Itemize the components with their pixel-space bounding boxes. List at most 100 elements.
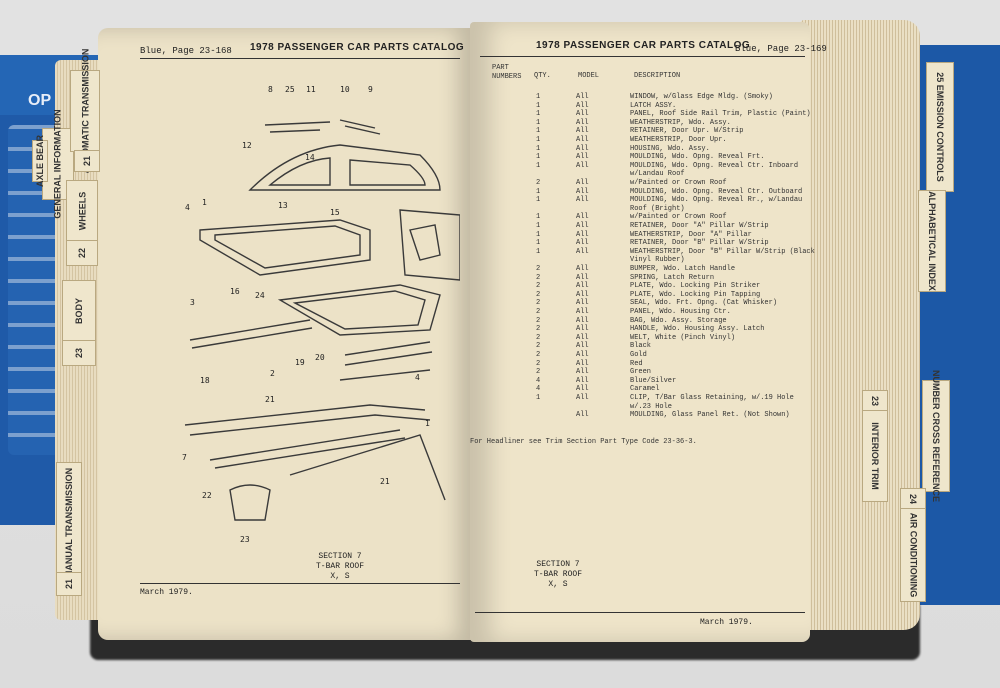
tab-number-21-bottom-label: 21	[63, 578, 74, 590]
left-footer-rule	[140, 583, 460, 584]
row-desc: w/Painted or Crown Roof	[630, 179, 727, 187]
row-desc: PLATE, Wdo. Locking Pin Striker	[630, 282, 761, 291]
row-qty: 1	[536, 136, 541, 144]
table-row: Vinyl Rubber)	[480, 256, 810, 265]
row-qty: 2	[536, 342, 541, 351]
tab-axle-bear[interactable]: AXLE BEAR	[32, 135, 48, 187]
row-qty: 1	[536, 118, 541, 127]
tab-number-24[interactable]: 24	[900, 488, 926, 510]
tab-emission-controls[interactable]: 25 EMISSION CONTROLS	[926, 62, 954, 192]
tab-wheels[interactable]: WHEELS	[66, 180, 98, 242]
row-qty: 1	[536, 153, 541, 162]
row-model: All	[576, 144, 589, 153]
row-desc: Gold	[630, 351, 647, 359]
row-desc: PANEL, Roof Side Rail Trim, Plastic (Pai…	[630, 110, 811, 119]
row-desc: MOULDING, Wdo. Opng. Reveal Ctr. Inboard	[630, 161, 799, 170]
tab-number-21-bottom[interactable]: 21	[56, 572, 82, 596]
tab-number-cross-reference[interactable]: NUMBER CROSS REFERENCE	[922, 370, 950, 502]
tab-number-22-label: 22	[76, 247, 87, 259]
row-model: All	[576, 411, 589, 420]
svg-text:23: 23	[240, 535, 250, 544]
row-qty: 2	[536, 316, 541, 325]
svg-text:12: 12	[242, 141, 252, 150]
row-qty: 1	[536, 196, 541, 205]
svg-text:4: 4	[185, 203, 190, 212]
svg-text:2: 2	[270, 369, 275, 378]
svg-text:18: 18	[200, 376, 210, 385]
tab-wheels-label: WHEELS	[77, 191, 88, 231]
svg-text:21: 21	[265, 395, 275, 404]
right-caption-line3: X, S	[548, 580, 568, 589]
left-page	[98, 28, 476, 640]
tab-interior-trim[interactable]: INTERIOR TRIM	[862, 410, 888, 502]
row-qty: 1	[536, 230, 541, 239]
svg-text:22: 22	[202, 491, 212, 500]
row-desc: Roof (Bright)	[630, 204, 685, 213]
row-qty: 2	[536, 299, 541, 308]
row-desc: HANDLE, Wdo. Housing Assy. Latch	[630, 325, 765, 334]
tab-automatic-transmission[interactable]: AUTOMATIC TRANSMISSION	[70, 49, 100, 173]
left-caption-line3: X, S	[330, 572, 350, 581]
tab-manual-transmission[interactable]: MANUAL TRANSMISSION	[56, 462, 82, 584]
row-qty: 1	[536, 144, 541, 153]
tab-general-information-label: GENERAL INFORMATION	[53, 109, 64, 219]
row-desc: Red	[630, 359, 643, 368]
tab-number-21-top[interactable]: 21	[74, 150, 100, 172]
tab-number-22[interactable]: 22	[66, 240, 98, 266]
tab-body-label: BODY	[73, 297, 84, 325]
left-header-rule	[140, 58, 460, 59]
tab-number-23-right[interactable]: 23	[862, 390, 888, 412]
row-qty: 2	[536, 273, 541, 282]
row-desc: MOULDING, Wdo. Opng. Reveal Rr., w/Landa…	[630, 196, 803, 205]
svg-text:13: 13	[278, 201, 288, 210]
row-model: All	[576, 342, 589, 351]
row-qty: 2	[536, 290, 541, 299]
tab-number-cross-reference-label: NUMBER CROSS REFERENCE	[931, 369, 942, 503]
row-desc: Black	[630, 342, 652, 351]
tab-number-21-top-label: 21	[81, 155, 92, 167]
right-caption-line1: SECTION 7	[536, 560, 580, 569]
table-row: 2 All Black	[480, 342, 810, 351]
right-caption-line2: T-BAR ROOF	[533, 570, 582, 579]
row-desc: PANEL, Wdo. Housing Ctr.	[630, 308, 731, 316]
row-desc: MOULDING, Wdo. Opng. Reveal Frt.	[630, 153, 765, 162]
row-model: All	[576, 247, 589, 256]
row-model: All	[576, 230, 589, 239]
tab-body[interactable]: BODY	[62, 280, 96, 342]
right-caption: SECTION 7 T-BAR ROOF X, S	[528, 560, 588, 590]
svg-text:7: 7	[182, 453, 187, 462]
row-model: All	[576, 196, 589, 205]
row-model: All	[576, 213, 589, 222]
tab-alphabetical-index[interactable]: ALPHABETICAL INDEX	[918, 190, 946, 292]
row-qty: 1	[536, 222, 541, 230]
tab-air-conditioning[interactable]: AIR CONDITIONING	[900, 508, 926, 602]
right-page-ref: Blue, Page 23-169	[735, 44, 827, 54]
row-model: All	[576, 101, 589, 110]
row-qty: 1	[536, 247, 541, 256]
left-page-title: 1978 PASSENGER CAR PARTS CATALOG	[250, 42, 465, 53]
row-desc: RETAINER, Door "B" Pillar W/Strip	[630, 239, 769, 248]
table-row: Roof (Bright)	[480, 205, 810, 214]
right-page	[470, 22, 810, 642]
tab-number-23[interactable]: 23	[62, 340, 96, 366]
svg-text:19: 19	[295, 358, 305, 367]
row-qty: 2	[536, 179, 541, 187]
row-model: All	[576, 325, 589, 334]
svg-text:1: 1	[202, 198, 207, 207]
row-qty: 2	[536, 368, 541, 377]
row-qty: 2	[536, 308, 541, 316]
row-model: All	[576, 308, 589, 316]
col-model: MODEL	[578, 72, 600, 80]
